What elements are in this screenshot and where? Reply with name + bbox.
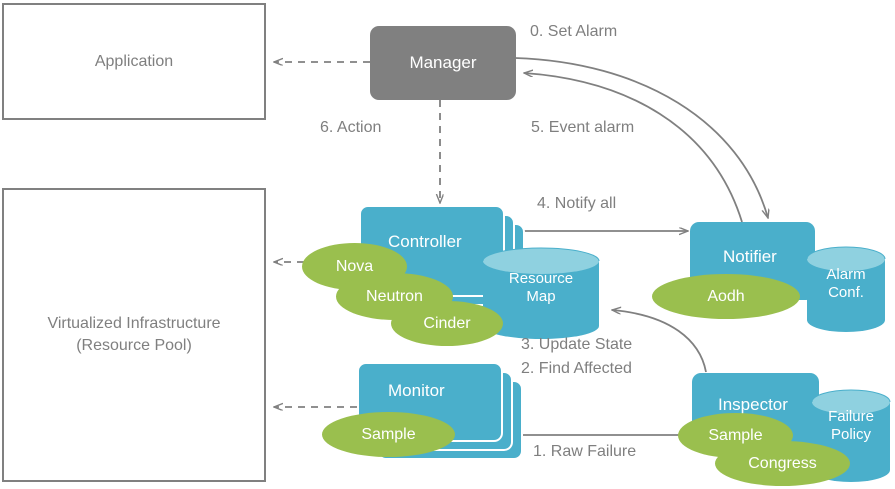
edge-label-event-alarm: 5. Event alarm: [531, 119, 635, 136]
resource-map-label-line1: Resource: [508, 270, 574, 287]
neutron-label: Neutron: [366, 287, 423, 305]
edge-event-alarm: [524, 73, 743, 223]
application-label: Application: [94, 52, 174, 70]
sample-monitor-label: Sample: [361, 425, 416, 443]
manager-node[interactable]: Manager: [370, 26, 516, 100]
inspector-label: Inspector: [718, 395, 788, 414]
edge-label-notify-all: 4. Notify all: [537, 195, 617, 212]
ellipse-aodh[interactable]: Aodh: [652, 274, 800, 319]
cinder-label: Cinder: [423, 314, 471, 332]
resource-map-cylinder-shape: [482, 247, 600, 339]
edge-update-state: [612, 310, 707, 373]
infrastructure-label-line2: (Resource Pool): [76, 337, 192, 354]
alarm-conf-cylinder[interactable]: [805, 246, 887, 334]
edge-label-update-state: 3. Update State: [521, 336, 633, 353]
alarm-conf-cylinder-shape: [806, 246, 886, 332]
failure-policy-label-line1: Failure: [828, 408, 874, 425]
edge-label-find-affected: 2. Find Affected: [521, 360, 632, 377]
ellipse-congress[interactable]: Congress: [715, 441, 850, 486]
manager-label: Manager: [409, 53, 477, 72]
sample-inspector-label: Sample: [708, 426, 763, 444]
ellipse-cinder[interactable]: Cinder: [391, 301, 503, 346]
resource-map-label: Resource Map: [481, 270, 601, 306]
alarm-conf-label: Alarm Conf.: [805, 266, 887, 302]
infrastructure-label-line1: Virtualized Infrastructure: [47, 315, 221, 333]
aodh-label: Aodh: [707, 287, 745, 305]
congress-label: Congress: [748, 454, 817, 472]
monitor-label: Monitor: [388, 381, 445, 400]
failure-policy-label: Failure Policy: [810, 408, 892, 444]
resource-map-cylinder[interactable]: [481, 247, 601, 340]
notifier-label: Notifier: [723, 247, 777, 266]
edge-label-set-alarm: 0. Set Alarm: [530, 23, 618, 40]
ellipse-sample-monitor[interactable]: Sample: [322, 412, 455, 457]
alarm-conf-label-line2: Conf.: [828, 284, 864, 301]
failure-policy-label-line2: Policy: [830, 426, 871, 443]
application-box: Application: [2, 3, 266, 120]
nova-label: Nova: [335, 257, 374, 275]
controller-label: Controller: [388, 232, 462, 251]
resource-map-label-line2: Map: [526, 288, 556, 305]
edge-label-action: 6. Action: [320, 119, 382, 136]
edge-set-alarm: [514, 57, 768, 218]
virtualized-infrastructure-box: Virtualized Infrastructure (Resource Poo…: [2, 188, 266, 482]
alarm-conf-label-line1: Alarm: [826, 266, 866, 283]
edge-label-raw-failure: 1. Raw Failure: [533, 443, 637, 460]
